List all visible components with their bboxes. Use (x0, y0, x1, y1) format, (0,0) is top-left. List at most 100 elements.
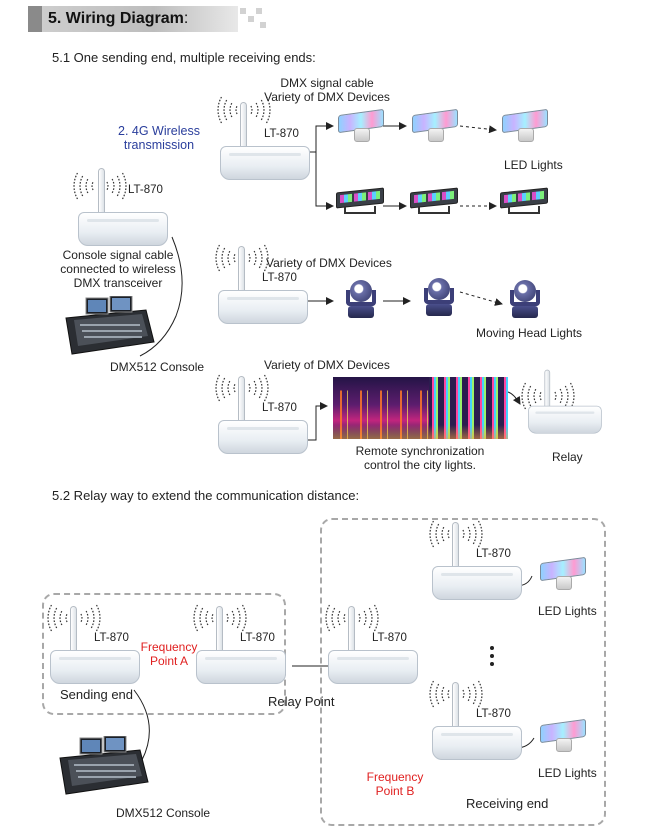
wireless-wave-arc (227, 380, 231, 396)
antenna-icon (452, 522, 459, 570)
led-bar-light (410, 187, 458, 218)
transceiver-device: LT-870 (432, 520, 522, 600)
wireless-wave-arc (554, 391, 557, 401)
wireless-wave-arc (368, 607, 373, 629)
relay-transceiver-device: LT-870 (328, 604, 418, 684)
wireless-wave-arc (199, 607, 204, 629)
wireless-wave-arc (226, 613, 229, 623)
section-header: 5. Wiring Diagram: (28, 6, 268, 32)
dmx512-console-image (65, 296, 155, 355)
remote-sync-line: control the city lights. (363, 458, 477, 472)
wireless-wave-arc (527, 385, 532, 407)
led-flood-light (502, 108, 548, 146)
wireless-wave-arc (462, 529, 465, 539)
device-label: LT-870 (240, 632, 275, 644)
wireless-wave-arc (231, 610, 235, 626)
dmx512-console-image (59, 736, 149, 795)
wireless-wave-arc (521, 382, 527, 410)
transceiver-device: LT-870 (218, 374, 308, 454)
section-5-1-title: 5.1 One sending end, multiple receiving … (52, 50, 316, 65)
transceiver-device: LT-870 (78, 166, 168, 246)
led-lights-label: LED Lights (504, 158, 563, 172)
wireless-wave-arc (337, 610, 341, 626)
antenna-icon (348, 606, 355, 654)
led-flood-light (412, 108, 458, 146)
antenna-icon (98, 168, 105, 216)
frequency-label-line: Point A (149, 654, 189, 668)
wireless-wave-arc (91, 181, 94, 191)
wireless-wave-arc (193, 604, 199, 632)
device-body (196, 650, 286, 684)
wireless-wave-arc (95, 604, 101, 632)
wireless-wave-arc (373, 604, 379, 632)
frequency-point-b-label: Frequency Point B (358, 770, 432, 798)
wireless-wave-arc (235, 105, 238, 115)
device-body (528, 405, 602, 434)
wireless-wave-arc (85, 178, 89, 194)
device-body (218, 420, 308, 454)
frequency-label-line: Frequency (366, 770, 424, 784)
wireless-label-line: transmission (123, 138, 195, 152)
wireless-wave-arc (221, 247, 226, 269)
moving-head-light (342, 280, 378, 320)
wireless-wave-arc (90, 607, 95, 629)
wireless-wave-arc (47, 604, 53, 632)
wireless-wave-arc (447, 529, 450, 539)
wireless-wave-arc (255, 102, 259, 118)
wireless-wave-arc (258, 247, 263, 269)
led-flood-light (338, 108, 384, 146)
antenna-icon (240, 102, 247, 150)
device-body (432, 726, 522, 760)
wireless-wave-arc (325, 604, 331, 632)
frequency-label-line: Frequency (140, 640, 198, 654)
device-body (218, 290, 308, 324)
wireless-wave-arc (441, 526, 445, 542)
device-body (50, 650, 140, 684)
antenna-icon (70, 606, 77, 654)
wireless-wave-arc (472, 683, 477, 705)
wireless-wave-arc (241, 604, 247, 632)
led-lights-label: LED Lights (538, 766, 597, 780)
header-bar (28, 6, 238, 32)
wireless-wave-arc (248, 383, 251, 393)
antenna-icon (216, 606, 223, 654)
wireless-wave-arc (441, 686, 445, 702)
wireless-wave-arc (215, 374, 221, 402)
wireless-wave-arc (116, 175, 121, 197)
wireless-wave-arc (343, 613, 346, 623)
moving-head-light (420, 278, 456, 318)
console-label: DMX512 Console (110, 360, 205, 374)
wireless-wave-arc (435, 683, 440, 705)
header-decoration (260, 22, 266, 28)
wireless-wave-arc (53, 607, 58, 629)
wireless-wave-arc (121, 172, 127, 200)
header-decoration (248, 16, 254, 22)
led-bar-light (336, 187, 384, 218)
transceiver-device: LT-870 (220, 100, 310, 180)
console-label: DMX512 Console (116, 806, 211, 820)
wireless-wave-arc (221, 377, 226, 399)
city-lights-image (333, 377, 508, 439)
wireless-wave-arc (253, 250, 257, 266)
console-cable-label: Console signal cable connected to wirele… (48, 248, 188, 290)
section-5-2-title: 5.2 Relay way to extend the communicatio… (52, 488, 360, 503)
wireless-wave-arc (258, 377, 263, 399)
transceiver-device: LT-870 (196, 604, 286, 684)
wireless-wave-arc (248, 253, 251, 263)
sending-end-label: Sending end (60, 687, 134, 702)
transceiver-device: LT-870 (218, 244, 308, 324)
wireless-wave-arc (265, 96, 271, 124)
remote-sync-label: Remote synchronization control the city … (340, 444, 500, 472)
device-body (328, 650, 418, 684)
dmx-cable-text: DMX signal cable (280, 76, 374, 90)
wireless-wave-arc (467, 686, 471, 702)
wireless-wave-arc (472, 523, 477, 545)
wireless-wave-arc (205, 610, 209, 626)
wireless-wave-arc (358, 613, 361, 623)
wireless-wave-arc (331, 607, 336, 629)
relay-point-label: Relay Point (268, 694, 335, 709)
moving-head-label: Moving Head Lights (476, 326, 583, 340)
wireless-wave-arc (73, 172, 79, 200)
wireless-wave-arc (477, 680, 483, 708)
